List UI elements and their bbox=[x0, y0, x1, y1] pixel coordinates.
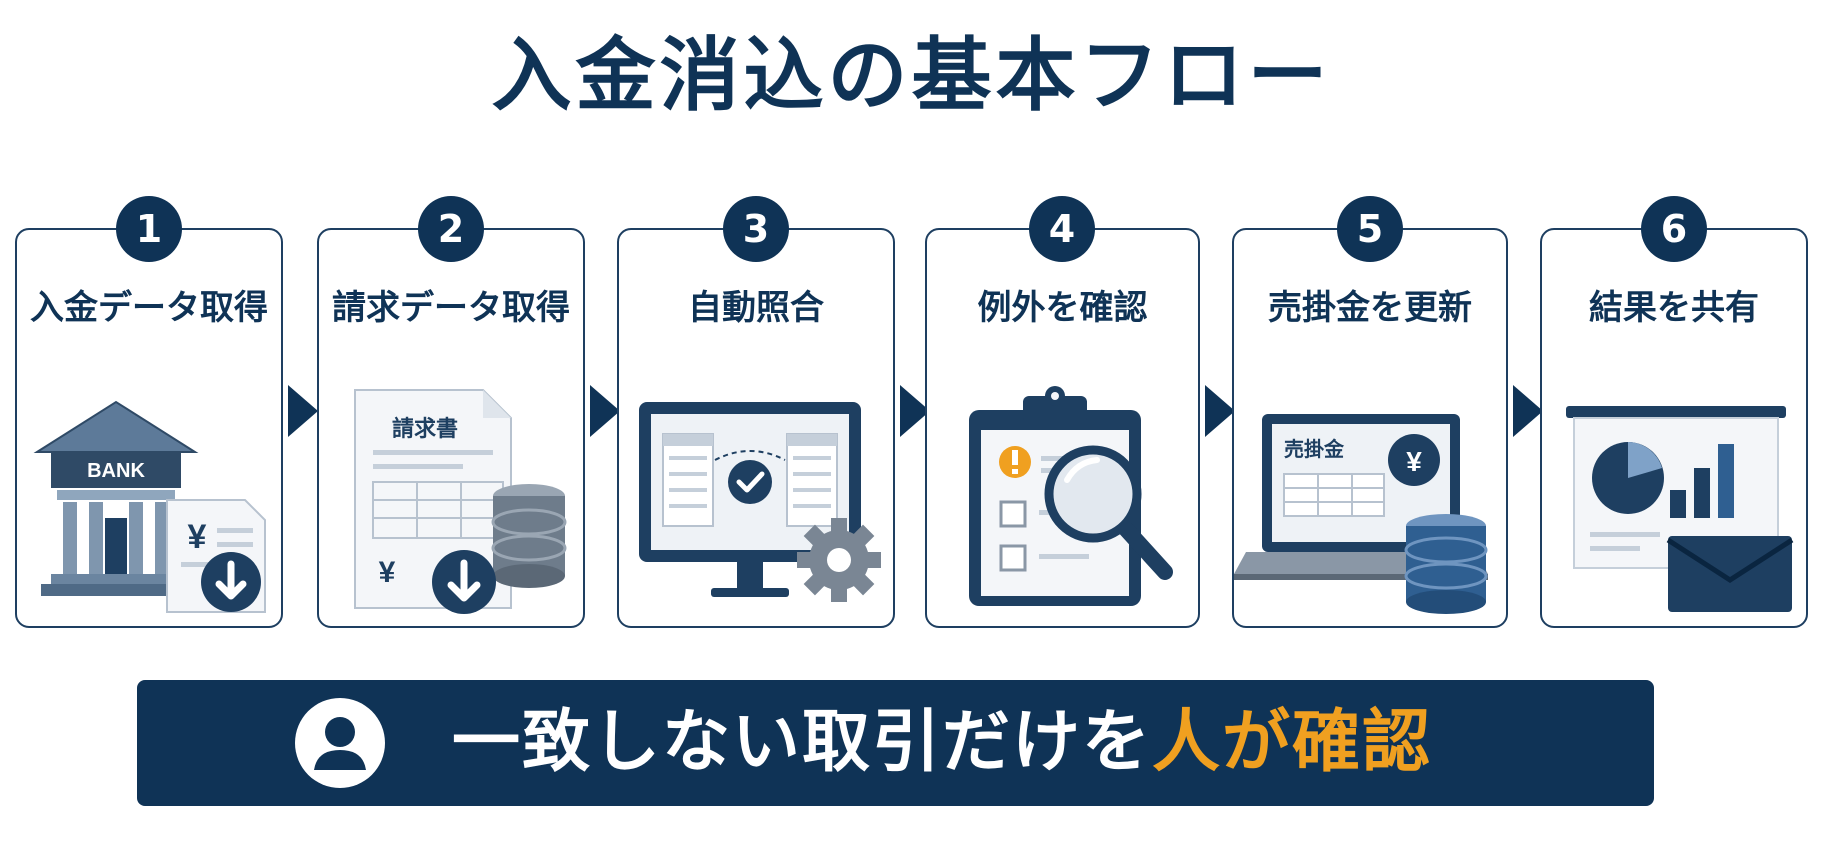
person-icon bbox=[295, 698, 385, 788]
receivable-heading: 売掛金 bbox=[1284, 437, 1345, 461]
step-card-4: 例外を確認 bbox=[925, 228, 1200, 628]
monitor-match-icon bbox=[639, 402, 881, 602]
step-number-2: 2 bbox=[418, 196, 484, 262]
svg-text:¥: ¥ bbox=[379, 556, 396, 589]
invoice-heading: 請求書 bbox=[392, 416, 458, 441]
chevron-right-icon bbox=[590, 385, 620, 437]
step-label: 例外を確認 bbox=[977, 288, 1148, 328]
step-card-2: 請求データ取得 請求書 ¥ bbox=[317, 228, 585, 628]
chevron-right-icon bbox=[1513, 385, 1543, 437]
step-number-4: 4 bbox=[1029, 196, 1095, 262]
chevron-right-icon bbox=[900, 385, 930, 437]
banner-text-highlight: 人が確認 bbox=[1152, 703, 1433, 782]
gear-icon bbox=[797, 518, 881, 602]
bank-sign: BANK bbox=[87, 460, 145, 482]
step-number-1: 1 bbox=[116, 196, 182, 262]
envelope-icon bbox=[1666, 536, 1794, 612]
step-label: 入金データ取得 bbox=[30, 288, 268, 328]
step-number-6: 6 bbox=[1641, 196, 1707, 262]
svg-text:¥: ¥ bbox=[188, 518, 207, 556]
magnifier-icon bbox=[1044, 445, 1173, 580]
step-number-3: 3 bbox=[723, 196, 789, 262]
step-card-1: 入金データ取得 BANK ¥ bbox=[15, 228, 283, 628]
chevron-right-icon bbox=[288, 385, 318, 437]
step-label: 売掛金を更新 bbox=[1268, 288, 1472, 328]
step-number-5: 5 bbox=[1337, 196, 1403, 262]
invoice-document-icon: 請求書 ¥ bbox=[354, 389, 567, 614]
laptop-database-icon: 売掛金 ¥ bbox=[1234, 414, 1488, 614]
step-label: 自動照合 bbox=[688, 288, 824, 328]
step-card-3: 自動照合 bbox=[617, 228, 895, 628]
clipboard-search-icon bbox=[969, 386, 1173, 606]
chevron-right-icon bbox=[1205, 385, 1235, 437]
svg-text:¥: ¥ bbox=[1406, 446, 1422, 477]
page-title: 入金消込の基本フロー bbox=[491, 29, 1332, 122]
report-email-icon bbox=[1566, 406, 1794, 612]
bank-icon: BANK ¥ bbox=[33, 400, 266, 613]
step-label: 結果を共有 bbox=[1589, 288, 1759, 328]
step-card-5: 売掛金を更新 売掛金 ¥ bbox=[1232, 228, 1508, 628]
step-label: 請求データ取得 bbox=[332, 288, 570, 328]
step-card-6: 結果を共有 bbox=[1540, 228, 1808, 628]
banner-text-main: 一致しない取引だけを bbox=[452, 703, 1153, 782]
banner-text: 一致しない取引だけを人が確認 bbox=[452, 703, 1433, 782]
summary-banner: 一致しない取引だけを人が確認 bbox=[137, 680, 1654, 806]
